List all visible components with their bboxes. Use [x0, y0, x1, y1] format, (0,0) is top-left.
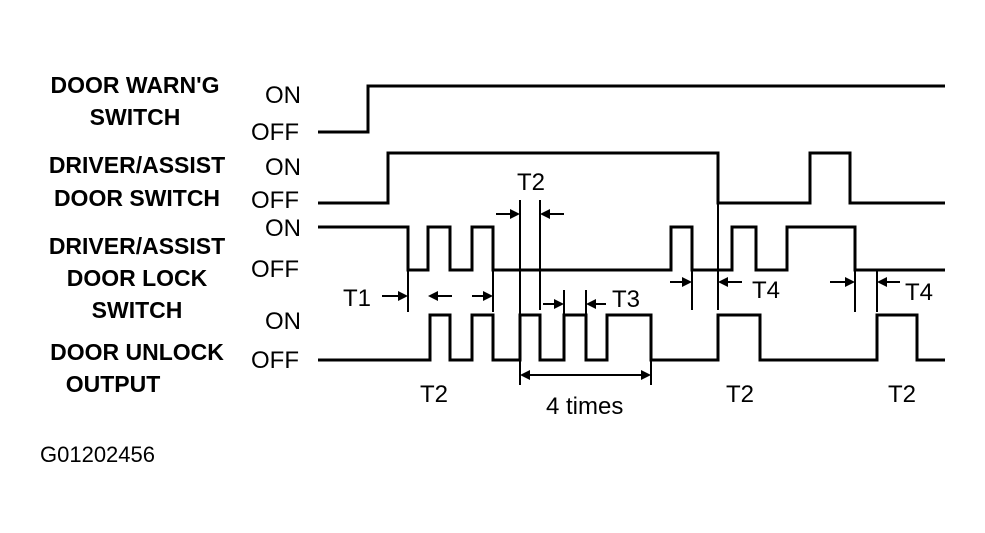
t1-label: T1	[343, 285, 371, 312]
four-times-arrow-left-head	[520, 370, 530, 380]
warn-off-label: OFF	[251, 119, 299, 146]
figure-id: G01202456	[40, 442, 155, 467]
warn-on-label: ON	[265, 82, 301, 109]
unlock-off-label: OFF	[251, 347, 299, 374]
lock-on-label: ON	[265, 215, 301, 242]
lock-off-label: OFF	[251, 256, 299, 283]
t4a-arrow-left-head	[682, 277, 692, 287]
lock-waveform	[318, 225, 945, 272]
door-off-label: OFF	[251, 187, 299, 214]
warn-waveform	[318, 84, 945, 134]
door-on-label: ON	[265, 154, 301, 181]
t2a-arrow-left-head	[428, 291, 438, 301]
door-waveform	[318, 151, 945, 205]
timing-markers	[407, 200, 878, 385]
unlock-on-label: ON	[265, 308, 301, 335]
unlock-label-line1: DOOR UNLOCK	[50, 339, 224, 365]
t2-top-arrow-right-head	[540, 209, 550, 219]
door-label-line2: DOOR SWITCH	[54, 185, 220, 211]
t4b-arrow-left-head	[845, 277, 855, 287]
waveforms	[318, 84, 945, 362]
four-times-label: 4 times	[546, 393, 623, 420]
t4-label-a: T4	[752, 277, 780, 304]
t4b-arrow-right-head	[877, 277, 887, 287]
t2-label-b: T2	[726, 381, 754, 408]
warn-label-line2: SWITCH	[90, 104, 181, 130]
t3-arrow-right-head	[586, 299, 596, 309]
timing-labels: T1 T2 T3 T4 T4 T2 T2 T2 4 times	[343, 169, 933, 420]
lock-label-line1: DRIVER/ASSIST	[49, 233, 225, 259]
t4-label-b: T4	[905, 279, 933, 306]
lock-label-line3: SWITCH	[92, 297, 183, 323]
t4a-arrow-right-head	[718, 277, 728, 287]
timing-arrows	[382, 209, 900, 380]
t2a-arrow-right-head	[483, 291, 493, 301]
t2-label-c: T2	[888, 381, 916, 408]
t2-label-a: T2	[420, 381, 448, 408]
warn-label-line1: DOOR WARN'G	[50, 72, 219, 98]
four-times-arrow-right-head	[641, 370, 651, 380]
t1-arrow-head	[398, 291, 408, 301]
t2-top-arrow-left-head	[510, 209, 520, 219]
state-labels: ON OFF ON OFF ON OFF ON OFF	[251, 82, 301, 374]
t3-label: T3	[612, 286, 640, 313]
unlock-label-line2: OUTPUT	[66, 371, 161, 397]
signal-labels: DOOR WARN'G SWITCH DRIVER/ASSIST DOOR SW…	[49, 72, 225, 397]
t3-arrow-left-head	[554, 299, 564, 309]
unlock-waveform	[318, 313, 945, 362]
lock-label-line2: DOOR LOCK	[67, 265, 208, 291]
door-label-line1: DRIVER/ASSIST	[49, 152, 225, 178]
t2-top-label: T2	[517, 169, 545, 196]
